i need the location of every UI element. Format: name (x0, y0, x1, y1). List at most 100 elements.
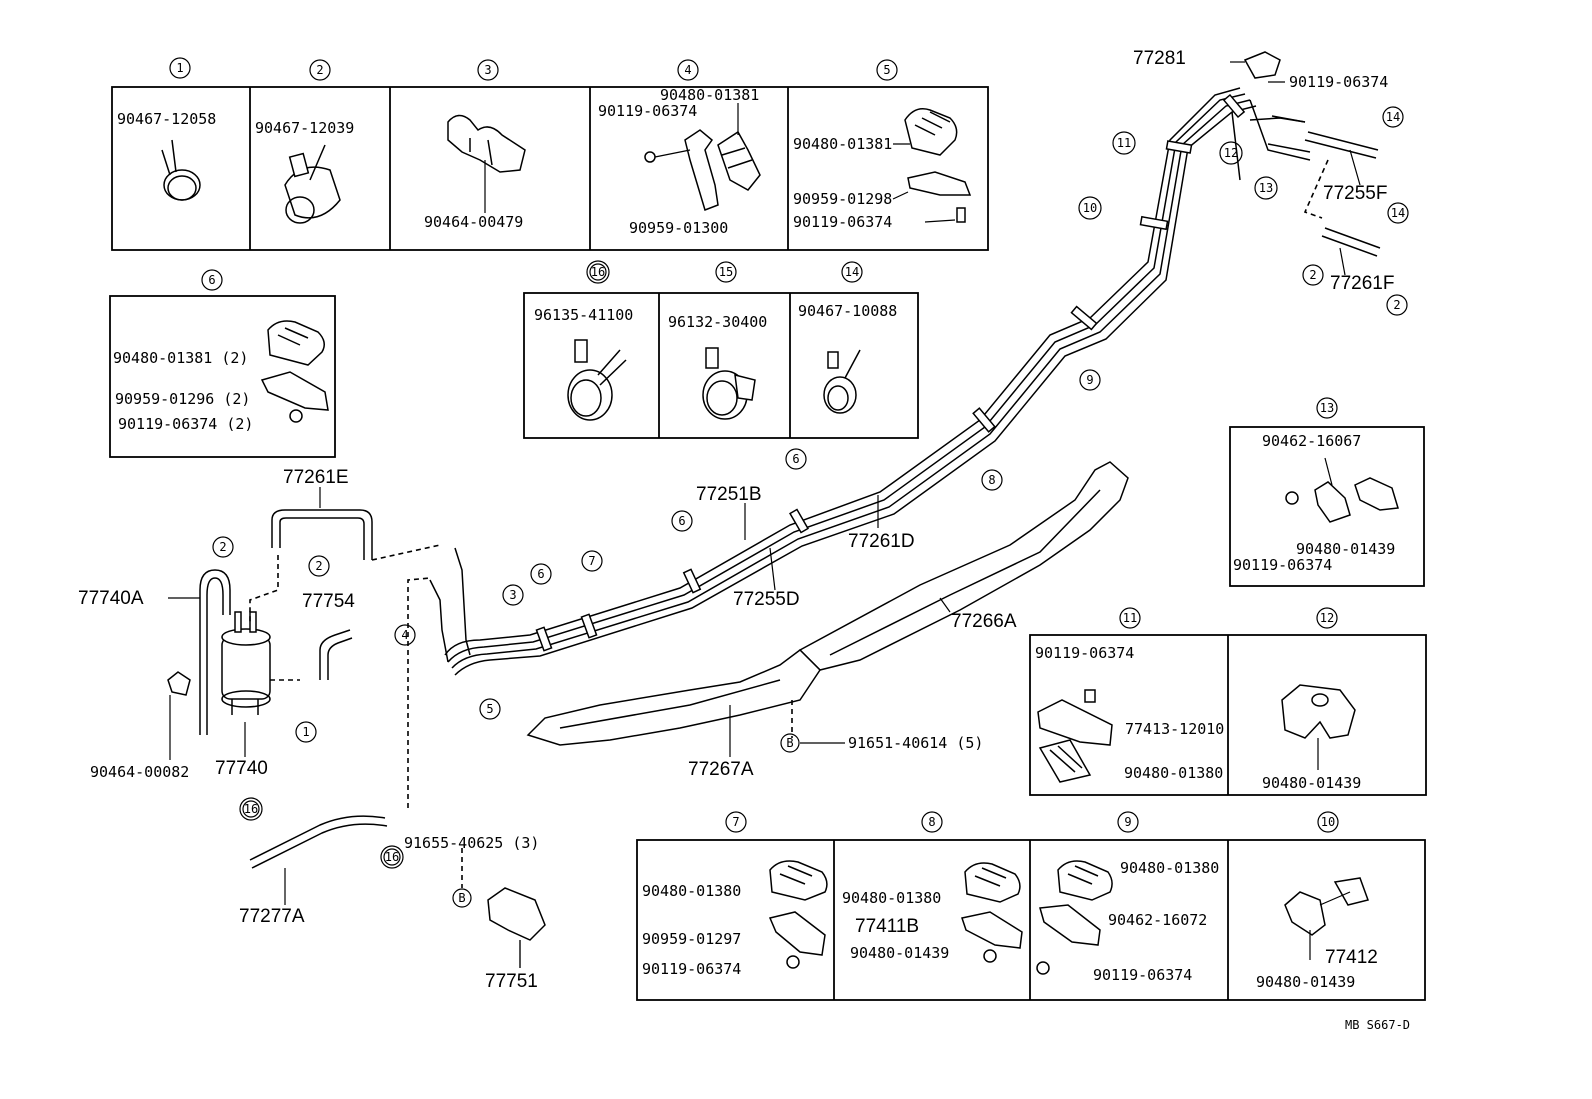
inset-box-15: 15 96132-30400 (668, 261, 767, 420)
tube-clamp-icon (892, 108, 972, 223)
part-number: 90480-01439 (1262, 774, 1361, 792)
callout-number: 11 (1117, 136, 1131, 150)
diagram-id: MB S667-D (1345, 1018, 1410, 1032)
part-number: 90119-06374 (1093, 966, 1192, 984)
callout-10: 10 (1078, 196, 1102, 220)
label-77740A: 77740A (78, 588, 144, 609)
label-77251B: 77251B (696, 484, 762, 505)
inset-box-2: 2 90467-12039 (255, 59, 354, 224)
callout-number: 1 (176, 61, 183, 75)
label-77255F: 77255F (1323, 183, 1387, 204)
inset-box-16: 16 96135-41100 (534, 260, 633, 421)
callout-number: 6 (208, 273, 215, 287)
label-77261F: 77261F (1330, 273, 1394, 294)
spring-clamp-icon (823, 349, 861, 414)
part-number: 90119-06374 (2) (118, 415, 253, 433)
part-number: 90462-16067 (1262, 432, 1361, 450)
callout-number: 9 (1086, 373, 1093, 387)
plate-clamp-icon (1037, 689, 1113, 783)
label-91651-40614: 91651-40614 (5) (848, 734, 983, 752)
callout-13: 13 (1254, 176, 1278, 200)
inset-box-6: 6 90480-01381 (2) 90959-01296 (2) 90119-… (109, 269, 336, 458)
spring-clamp-icon (702, 347, 756, 420)
inset-box-11: 11 90119-06374 77413-12010 90480-01380 (1035, 607, 1224, 783)
callout-number: 14 (1391, 206, 1405, 220)
label-77261E: 77261E (283, 467, 349, 488)
callout-number: 10 (1083, 201, 1097, 215)
bracket-clamp-icon (1284, 877, 1369, 960)
callout-number: 3 (509, 588, 516, 602)
callout-number: 4 (401, 628, 408, 642)
callout-7: 7 (581, 550, 603, 572)
part-number: 90959-01297 (642, 930, 741, 948)
callout-1: 1 (295, 721, 317, 743)
inset-box-row-middle (523, 292, 919, 439)
callout-number: 2 (315, 559, 322, 573)
bracket-icon (644, 103, 761, 211)
callout-3: 3 (502, 584, 524, 606)
fuel-pipe-bundle (429, 87, 1311, 676)
callout-number: 13 (1259, 181, 1273, 195)
callout-number: 8 (928, 815, 935, 829)
part-number: 90467-12058 (117, 110, 216, 128)
vacuum-switching-valve (487, 887, 546, 968)
callout-9: 9 (1079, 369, 1101, 391)
label-77751: 77751 (485, 971, 538, 992)
inset-box-9: 9 90480-01380 90462-16072 90119-06374 (1036, 811, 1219, 984)
callout-number: 12 (1224, 146, 1238, 160)
callout-number: 11 (1123, 611, 1137, 625)
callout-number: B (786, 736, 793, 750)
part-number: 90119-06374 (598, 102, 697, 120)
spring-clamp-icon (567, 339, 627, 421)
wire-clip-icon (161, 139, 201, 201)
callout-number: 16 (385, 850, 399, 864)
callout-14: 14 (1382, 106, 1404, 128)
callout-number: 16 (244, 802, 258, 816)
label-77281: 77281 (1133, 48, 1186, 69)
clamp-set-icon (768, 860, 828, 969)
callout-16: 16 (380, 845, 404, 869)
callout-6: 6 (671, 510, 693, 532)
callout-number: 16 (591, 265, 605, 279)
hose-clamp-icon (284, 144, 341, 224)
label-90119-06374: 90119-06374 (1289, 73, 1388, 91)
callout-number: 6 (537, 567, 544, 581)
main-part-labels: 77281 90119-06374 77255F 77261F 77261E 7… (78, 48, 1410, 1032)
callout-number: 13 (1320, 401, 1334, 415)
leader-lines (168, 61, 1361, 968)
part-number: 90959-01298 (793, 190, 892, 208)
callout-number: B (458, 891, 465, 905)
part-number: 90119-06374 (793, 213, 892, 231)
fuel-tube-protector (526, 461, 1129, 746)
callout-16: 16 (239, 797, 263, 821)
part-number: 90959-01300 (629, 219, 728, 237)
part-number: 90480-01439 (1296, 540, 1395, 558)
label-77267A: 77267A (688, 759, 754, 780)
clamp-icon (447, 114, 526, 213)
part-number: 90119-06374 (1233, 556, 1332, 574)
inset-box-row-top (111, 86, 989, 251)
label-77754: 77754 (302, 591, 355, 612)
bracket-clamp-icon (1285, 457, 1399, 523)
callout-4: 4 (394, 624, 416, 646)
inset-box-4: 4 90480-01381 90119-06374 90959-01300 (598, 59, 761, 237)
callout-number: 7 (732, 815, 739, 829)
callout-number: 5 (486, 702, 493, 716)
part-number: 90480-01439 (850, 944, 949, 962)
part-number: 96135-41100 (534, 306, 633, 324)
inset-box-7: 7 90480-01380 90959-01297 90119-06374 (642, 811, 828, 978)
part-number: 90480-01380 (842, 889, 941, 907)
inset-box-13: 13 90462-16067 90480-01439 90119-06374 (1229, 397, 1425, 587)
part-number: 96132-30400 (668, 313, 767, 331)
part-number: 90480-01381 (2) (113, 349, 248, 367)
callout-11: 11 (1112, 131, 1136, 155)
tube-clamp-icon (260, 320, 329, 423)
callout-6: 6 (785, 448, 807, 470)
callout-2: 2 (212, 536, 234, 558)
callout-number: 9 (1124, 815, 1131, 829)
part-number: 90480-01381 (793, 135, 892, 153)
inset-box-12: 12 90480-01439 (1262, 607, 1361, 792)
callout-6: 6 (530, 563, 552, 585)
callout-number: 2 (1393, 298, 1400, 312)
